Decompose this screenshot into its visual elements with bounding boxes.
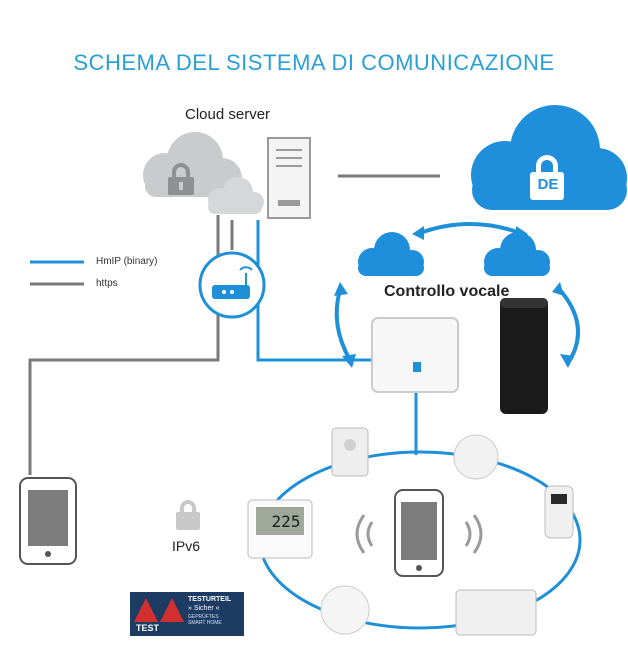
wifi-waves [355, 514, 483, 554]
wall-thermostat [247, 499, 313, 559]
cloud-server-label: Cloud server [185, 106, 271, 123]
lock-icon [168, 163, 194, 195]
smart-plug [331, 427, 369, 477]
badge-line-3: GEPRÜFTES [188, 614, 219, 620]
small-cloud-icon [208, 177, 264, 214]
legend-https-label: https [96, 278, 118, 289]
page-title: SCHEMA DEL SISTEMA DI COMUNICAZIONE [73, 50, 555, 75]
badge-brand: TEST [136, 623, 160, 633]
av-test-badge [130, 592, 244, 636]
legend-hmip-label: HmIP (binary) [96, 256, 158, 267]
smoke-detector [453, 434, 499, 480]
speaker-icon [500, 298, 548, 414]
ceiling-detector [320, 585, 370, 635]
radiator-thermostat [544, 485, 574, 539]
router-icon [212, 266, 253, 299]
ipv6-label: IPv6 [172, 538, 201, 554]
switch-actuator [455, 589, 537, 636]
voice-cloud-right-icon [484, 232, 550, 276]
access-point [371, 317, 459, 393]
de-lock-icon [530, 155, 564, 200]
badge-line-4: SMART HOME [188, 620, 222, 626]
server-icon [267, 137, 311, 219]
de-region-label: DE [537, 176, 559, 193]
voice-control-label: Controllo vocale [384, 283, 510, 300]
ipv6-lock-icon [176, 500, 200, 530]
voice-cloud-left-icon [358, 232, 424, 276]
phone-icon [394, 489, 444, 577]
badge-line-1: TESTURTEIL [188, 596, 232, 603]
voice-arcs [334, 222, 580, 361]
thermostat-display: 225 [271, 512, 301, 531]
badge-line-2: » Sicher « [188, 605, 220, 612]
mobile-phone-icon [19, 477, 77, 565]
